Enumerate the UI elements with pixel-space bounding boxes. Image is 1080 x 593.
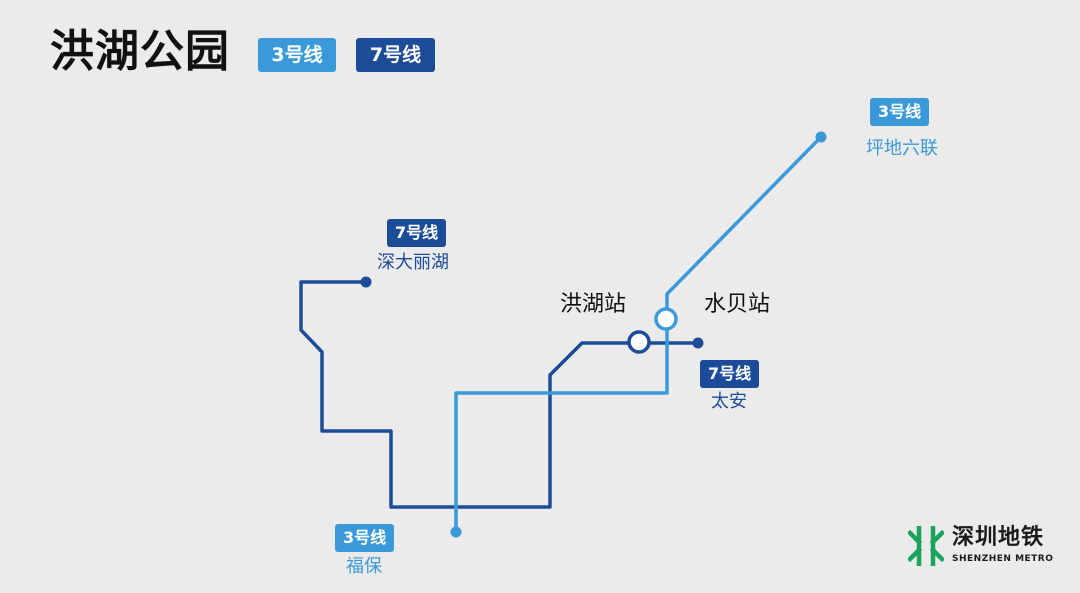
honghu-station-marker[interactable] <box>627 330 651 354</box>
line-3-south-badge: 3号线 <box>335 524 395 552</box>
line-3-badge: 3号线 <box>258 38 336 72</box>
line-7-north-terminus-dot <box>360 276 372 288</box>
shuibei-station-label: 水贝站 <box>704 292 771 317</box>
honghu-station-label: 洪湖站 <box>560 292 627 317</box>
shuibei-station-marker[interactable] <box>654 307 678 331</box>
line-7-route <box>299 280 698 509</box>
line-3-south-terminus-dot <box>450 526 462 538</box>
logo-name-cn: 深圳地铁 <box>952 525 1045 550</box>
line-3-north-terminus-dot <box>815 131 827 143</box>
line-7-north-terminus-label: 深大丽湖 <box>377 252 449 273</box>
line-3-north-terminus-label: 坪地六联 <box>866 138 938 159</box>
logo-name-en: SHENZHEN METRO <box>952 554 1054 564</box>
line-7-east-terminus-dot <box>692 337 704 349</box>
line-3-south-terminus-label: 福保 <box>346 556 382 577</box>
line-7-badge: 7号线 <box>356 38 435 72</box>
shenzhen-metro-logo-icon <box>908 526 944 566</box>
line-7-north-badge: 7号线 <box>387 219 447 247</box>
line-3-route <box>454 136 822 531</box>
page-title: 洪湖公园 <box>50 26 230 77</box>
line-7-east-badge: 7号线 <box>700 360 760 388</box>
line-3-north-badge: 3号线 <box>870 98 930 126</box>
line-7-east-terminus-label: 太安 <box>711 391 747 412</box>
shenzhen-metro-logo: 深圳地铁 SHENZHEN METRO <box>908 524 1068 568</box>
